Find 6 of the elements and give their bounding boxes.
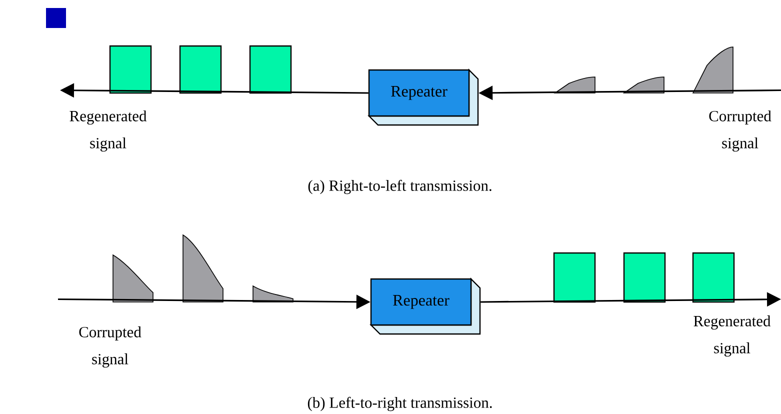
- signal-label: Corrupted signal: [709, 110, 772, 152]
- signal-label: Regenerated signal: [70, 110, 147, 152]
- signal-label: Regenerated signal: [694, 315, 771, 357]
- caption: (b) Left-to-right transmission.: [308, 396, 492, 412]
- caption: (a) Right-to-left transmission.: [308, 180, 492, 194]
- signal-label: Corrupted signal: [79, 326, 142, 368]
